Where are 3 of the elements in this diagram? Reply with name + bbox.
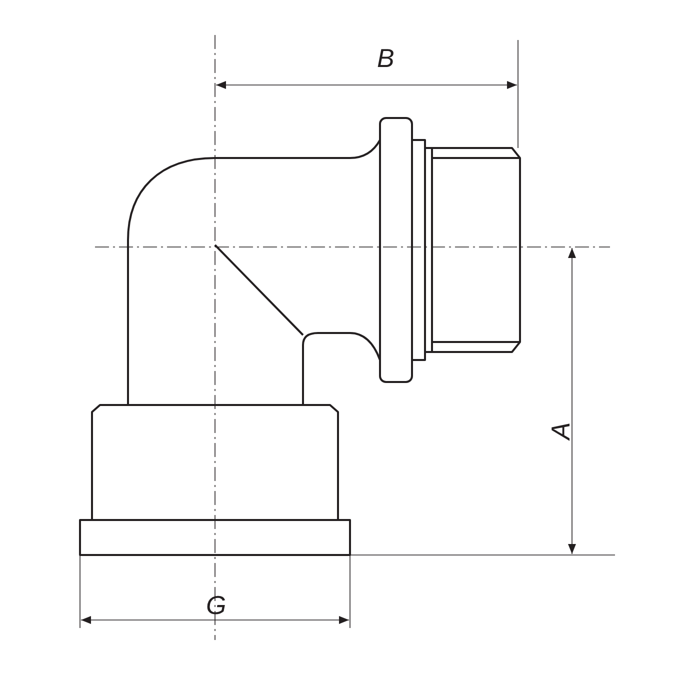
dimension-label: A	[548, 422, 574, 440]
dimension-label: G	[206, 592, 226, 618]
dimension-label: B	[377, 45, 394, 71]
